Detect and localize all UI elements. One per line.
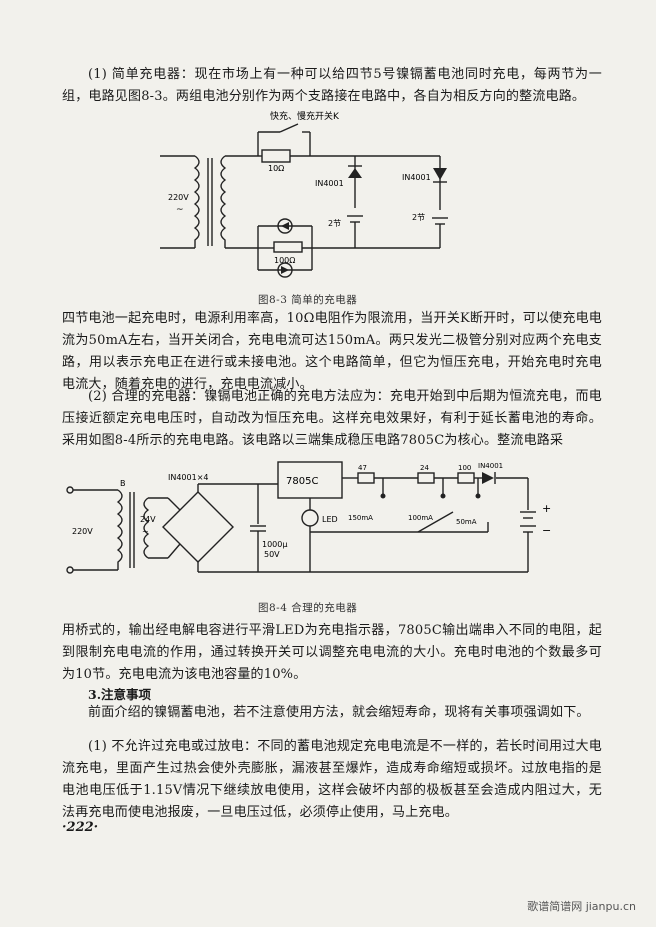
capacitor-value-label: 1000μ [262,540,287,549]
regulator-label: 7805C [286,476,318,487]
switch-label: 快充、慢充开关K [270,110,340,122]
paragraph-overcharge-warning: (1) 不允许过充电或过放电：不同的蓄电池规定充电电流是不一样的，若长时间用过大… [62,739,602,820]
secondary-voltage-label: 24V [140,515,156,524]
diode-left-label: IN4001 [315,179,344,188]
capacitor-voltage-label: 50V [264,550,280,559]
resistor-24-label: 24 [420,464,429,472]
paragraph-proper-charger: (2) 合理的充电器：镍镉电池正确的充电方法应为：充电开始到中后期为恒流充电，而… [62,389,602,448]
transformer-b-label: B [120,479,126,488]
input-voltage-label: 220V [72,527,93,536]
ac-symbol: ~ [176,205,184,215]
battery-minus-label: − [542,524,551,537]
paragraph-simple-charger: (1) 简单充电器：现在市场上有一种可以给四节5号镍镉蓄电池同时充电，每两节为一… [62,67,602,104]
battery-plus-label: + [542,502,551,515]
figure-proper-charger-circuit: IN4001×4 7805C B 220V 24V ~ 1000μ 50V LE… [66,461,551,574]
page-number: ·222· [62,820,99,835]
resistor-100-label: 100 [458,464,471,472]
led-label: LED [322,515,338,524]
figure-caption-8-4: 图8-4 合理的充电器 [258,602,358,614]
resistor-10-label: 10Ω [268,164,284,173]
voltage-label: 220V [168,193,189,202]
battery-right-label: 2节 [412,213,425,222]
paragraph-simple-charger-explanation: 四节电池一起充电时，电源利用率高，10Ω电阻作为限流用，当开关K断开时，可以使充… [62,311,602,392]
ac-symbol: ~ [142,527,149,536]
current-150-label: 150mA [348,514,373,522]
paragraph-proper-charger-explanation: 用桥式的，输出经电解电容进行平滑LED为充电指示器，7805C输出端串入不同的电… [62,623,602,682]
current-50-label: 50mA [456,518,477,526]
paragraph-precautions-intro: 前面介绍的镍镉蓄电池，若不注意使用方法，就会缩短寿命，现将有关事项强调如下。 [88,705,590,720]
diode-right-label: IN4001 [402,173,431,182]
figure-caption-8-3: 图8-3 简单的充电器 [258,294,358,306]
resistor-47-label: 47 [358,464,367,472]
figure-simple-charger-circuit: 快充、慢充开关K 10Ω 100Ω IN4001 IN4001 2节 2节 22… [160,110,448,278]
watermark: 歌谱简谱网 jianpu.cn [527,900,636,913]
resistor-100-label: 100Ω [274,256,295,265]
bridge-label: IN4001×4 [168,473,209,482]
section-heading: 3.注意事项 [88,687,152,702]
battery-left-label: 2节 [328,219,341,228]
diode-label: IN4001 [478,462,503,470]
current-100-label: 100mA [408,514,433,522]
